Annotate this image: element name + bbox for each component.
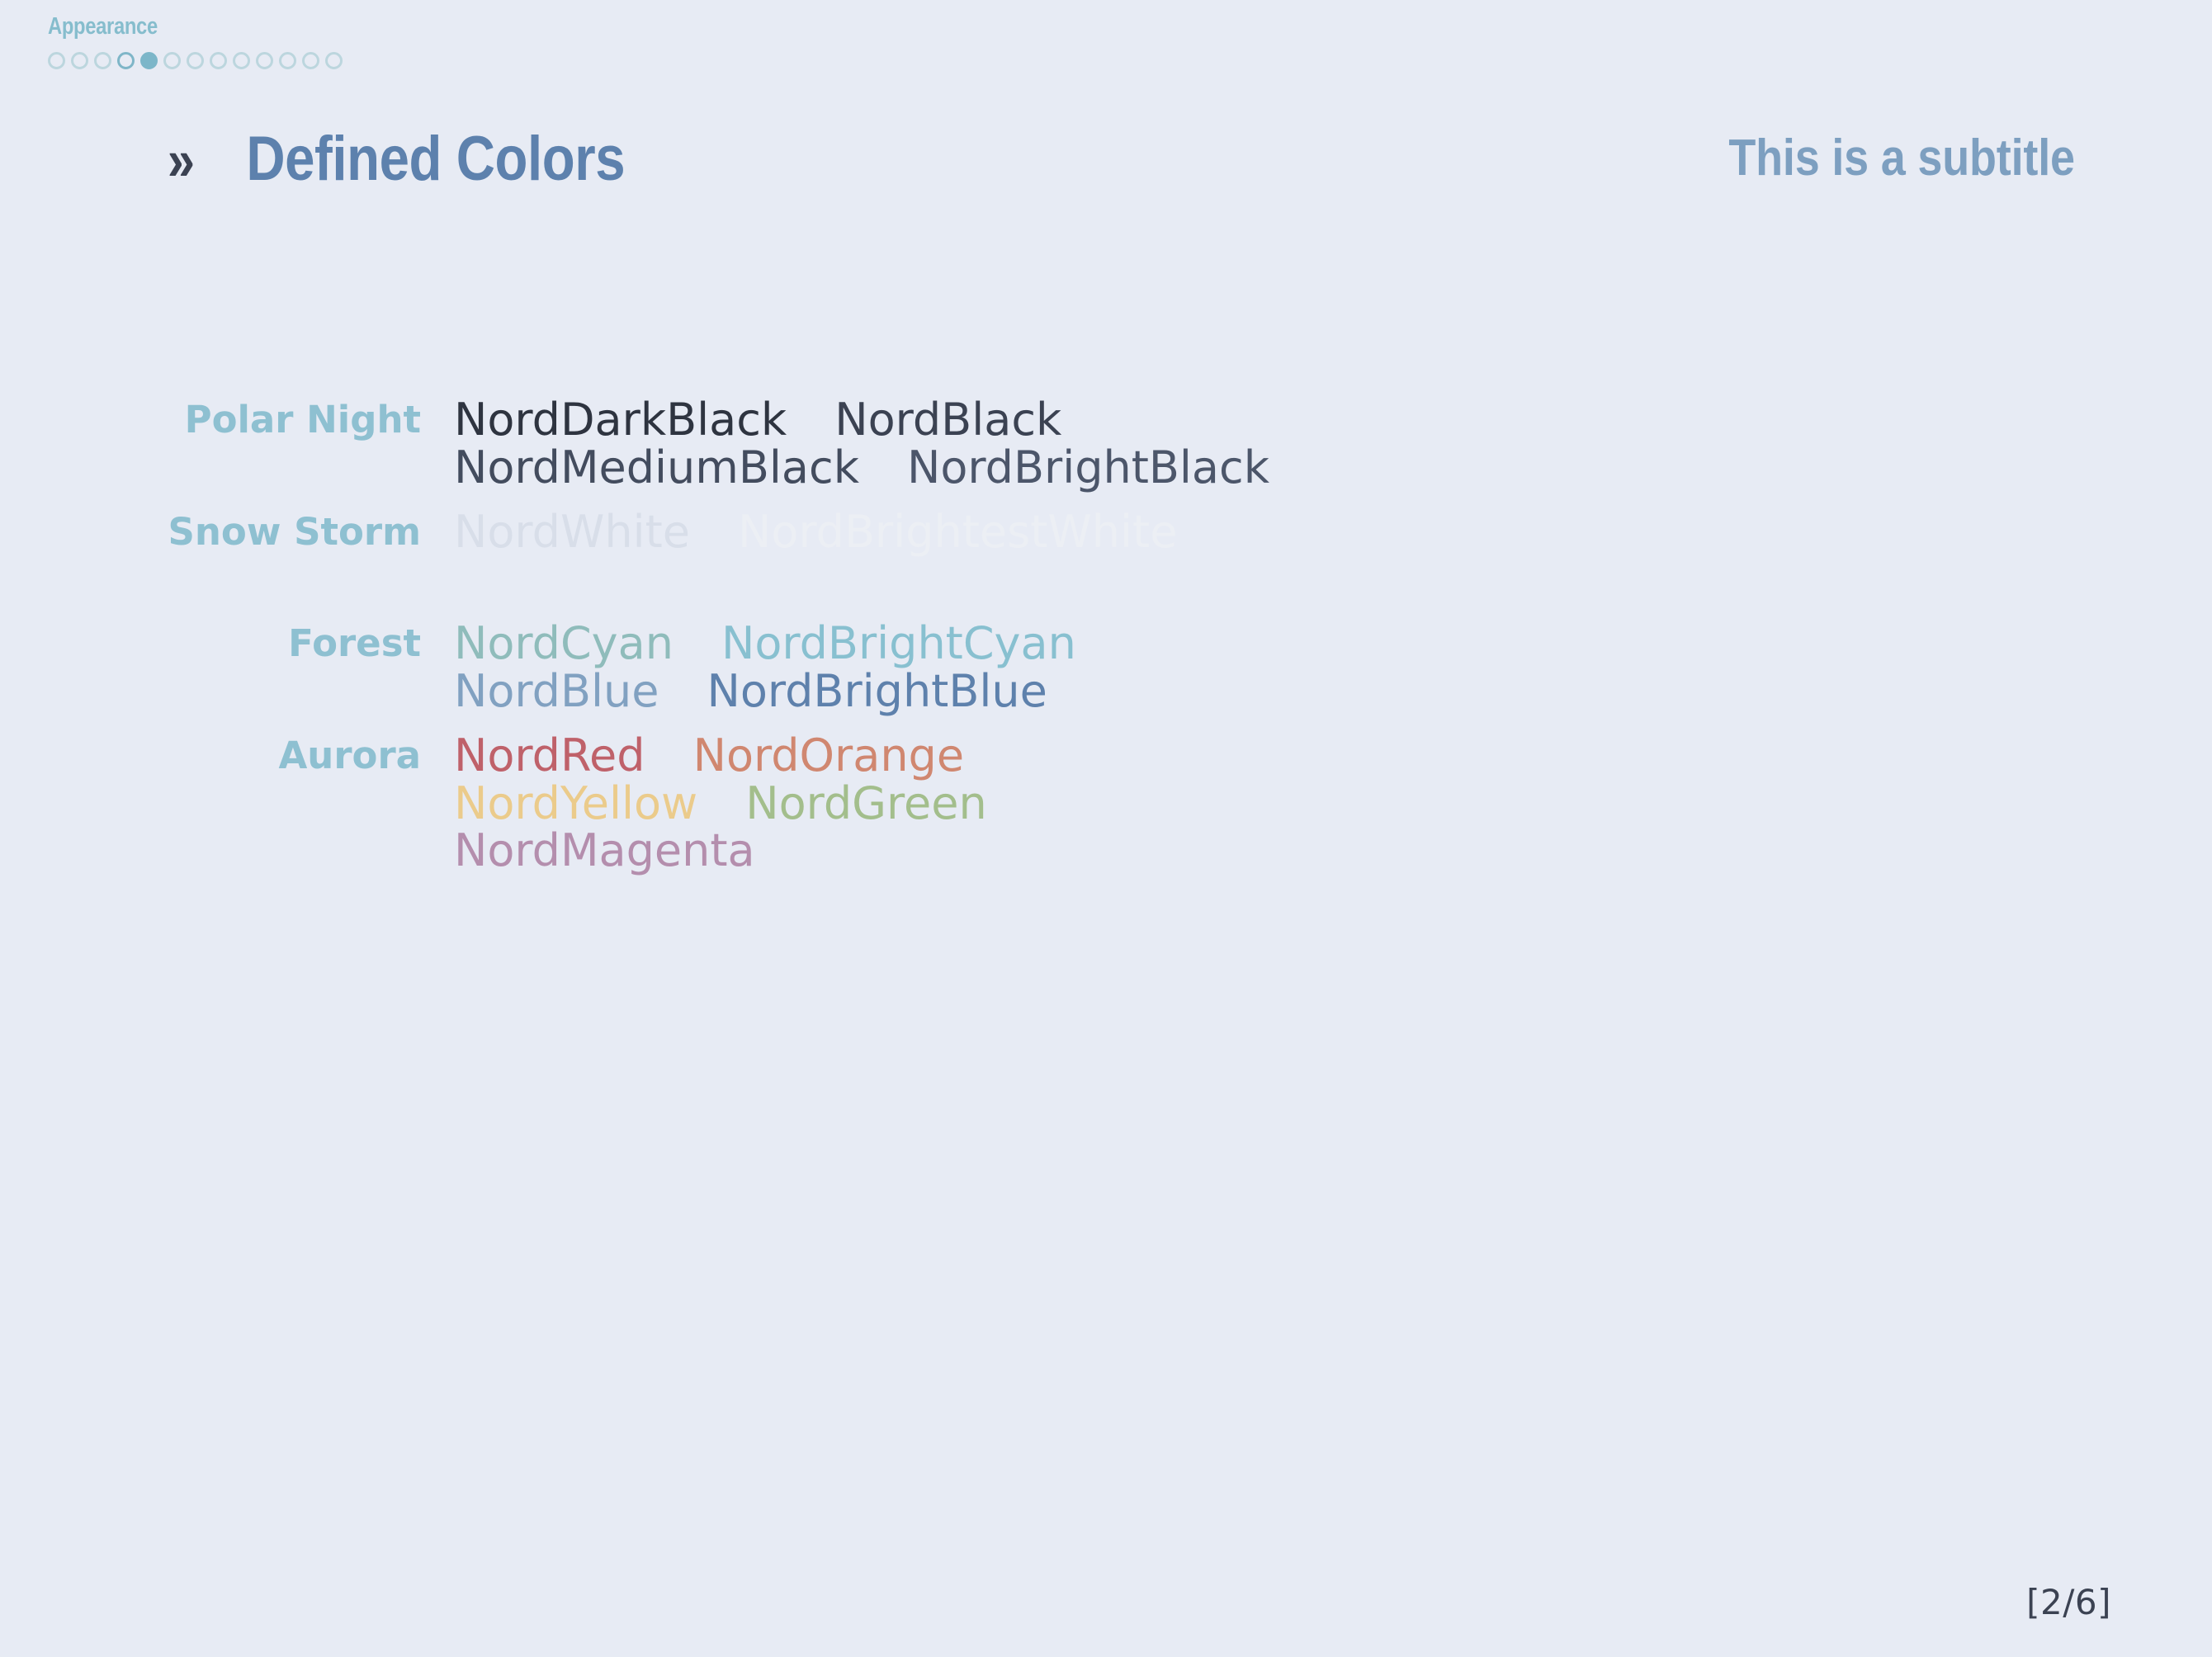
color-group-label: Snow Storm	[168, 509, 421, 554]
color-swatch-name: NordRed	[454, 729, 645, 781]
progress-dot-7[interactable]	[187, 52, 204, 69]
color-swatch-name: NordWhite	[454, 505, 690, 558]
progress-dot-5[interactable]	[140, 52, 158, 69]
color-group-label: Aurora	[278, 733, 421, 777]
progress-dot-13[interactable]	[325, 52, 343, 69]
color-swatch-name: NordOrange	[692, 729, 965, 781]
color-value-line: NordDarkBlack NordBlack	[454, 396, 1269, 444]
progress-dot-12[interactable]	[302, 52, 319, 69]
page-title: Defined Colors	[246, 124, 626, 194]
progress-dot-6[interactable]	[163, 52, 181, 69]
chevron-right-double-icon: »	[167, 128, 196, 192]
page-subtitle: This is a subtitle	[1728, 130, 2075, 186]
progress-dot-9[interactable]	[233, 52, 250, 69]
color-swatch-name: NordMagenta	[454, 824, 755, 877]
navigation-block: Appearance	[48, 15, 343, 69]
color-swatch-name: NordDarkBlack	[454, 394, 787, 446]
color-swatch-name: NordBrightCyan	[721, 617, 1076, 670]
color-swatch-name: NordBlack	[834, 394, 1062, 446]
color-swatch-name: NordGreen	[745, 777, 987, 829]
color-swatch-name: NordBrightBlue	[707, 665, 1047, 718]
color-swatch-name: NordCyan	[454, 617, 674, 670]
progress-dot-3[interactable]	[94, 52, 111, 69]
color-swatch-name: NordYellow	[454, 777, 698, 829]
color-swatch-name: NordBrightestWhite	[737, 505, 1178, 558]
color-value-line: NordCyan NordBrightCyan	[454, 620, 1076, 668]
frame-title: » Defined Colors	[165, 128, 655, 191]
color-group-values: NordWhite NordBrightestWhite	[421, 505, 1178, 558]
group-spacer	[0, 715, 2212, 732]
color-group-label: Polar Night	[184, 398, 421, 441]
color-group: Snow Storm NordWhite NordBrightestWhite	[0, 505, 2212, 558]
color-value-line: NordMagenta	[454, 827, 987, 875]
progress-dot-8[interactable]	[210, 52, 227, 69]
page-number: [2/6]	[2026, 1582, 2111, 1622]
progress-dot-10[interactable]	[256, 52, 273, 69]
color-swatch-name: NordMediumBlack	[454, 441, 859, 493]
progress-dot-11[interactable]	[279, 52, 296, 69]
color-value-line: NordMediumBlack NordBrightBlack	[454, 441, 1269, 493]
color-value-line: NordYellow NordGreen	[454, 777, 987, 829]
progress-dot-2[interactable]	[71, 52, 88, 69]
title-row: » Defined Colors This is a subtitle	[0, 128, 2212, 219]
color-value-line: NordBlue NordBrightBlue	[454, 668, 1076, 715]
color-group-label: Forest	[288, 621, 421, 666]
group-spacer	[0, 555, 2212, 620]
slide-progress-dots[interactable]	[48, 52, 343, 69]
progress-dot-1[interactable]	[48, 52, 65, 69]
color-swatch-name: NordBlue	[454, 665, 659, 718]
section-name: Appearance	[48, 13, 158, 40]
color-swatch-name: NordBrightBlack	[906, 441, 1269, 493]
color-value-line: NordRed NordOrange	[454, 732, 987, 780]
progress-dot-4[interactable]	[117, 52, 135, 69]
color-value-line: NordWhite NordBrightestWhite	[454, 505, 1178, 558]
